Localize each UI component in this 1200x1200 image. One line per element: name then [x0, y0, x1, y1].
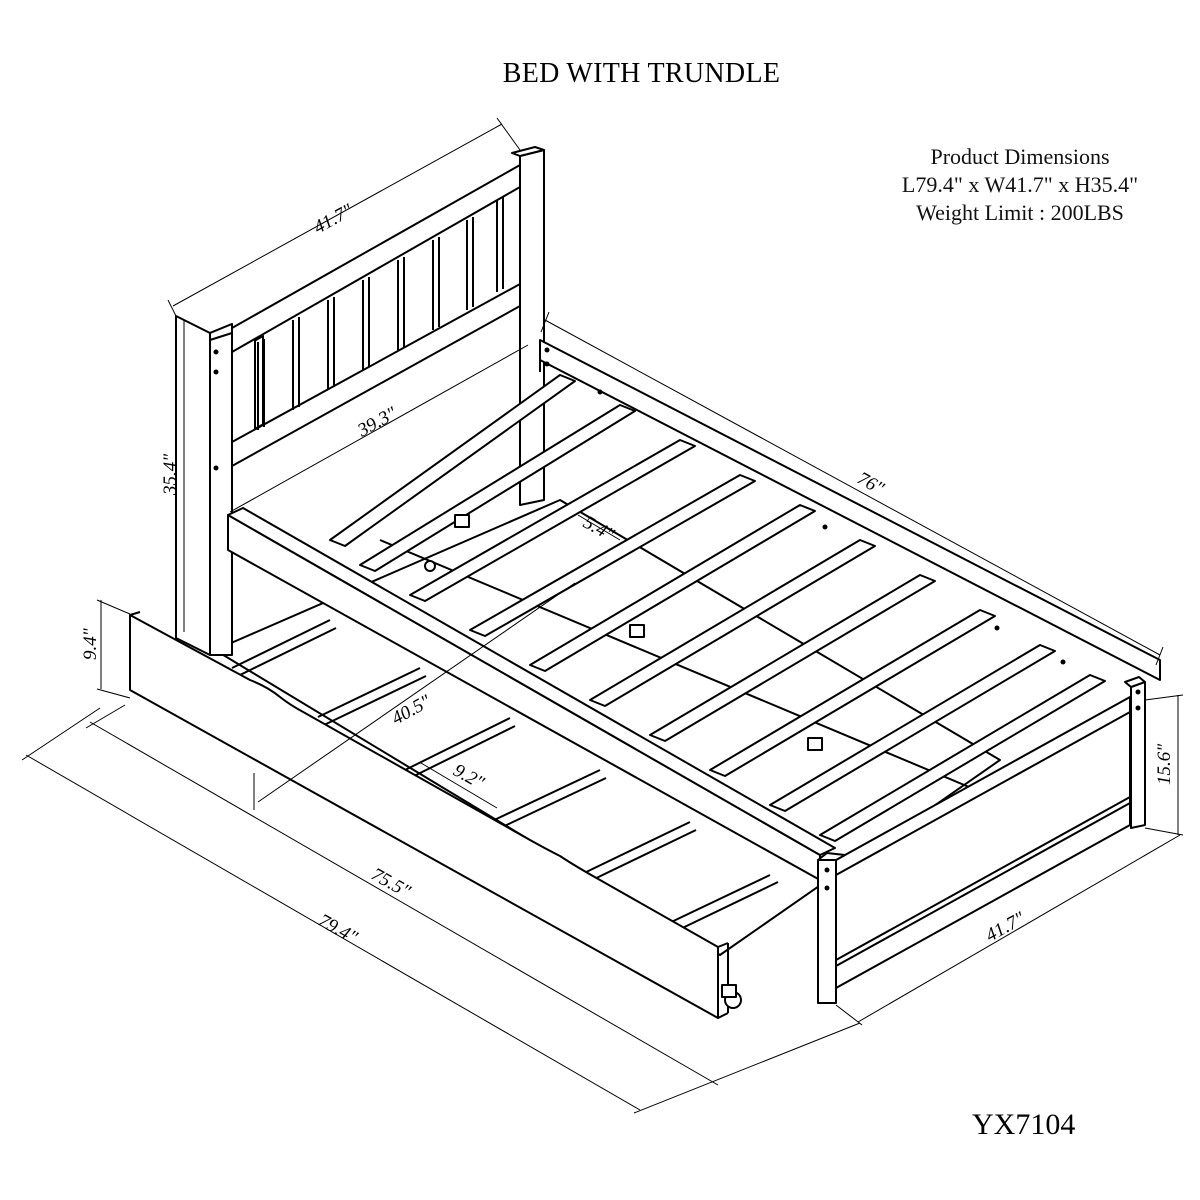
- footboard-right-post: [1130, 681, 1146, 829]
- headboard: [175, 146, 545, 656]
- headboard-top-rail: [231, 164, 521, 353]
- caster-bracket: [721, 984, 737, 998]
- dim-footboard-width: 41.7": [982, 908, 1029, 947]
- bracket: [454, 514, 470, 528]
- footboard-left-post: [817, 859, 837, 1004]
- headboard-left-post-front: [209, 323, 233, 656]
- dim-headboard-height: 35.4": [160, 453, 181, 496]
- bed-slats: [329, 374, 1106, 842]
- headboard-middle-rail: [231, 283, 521, 467]
- dim-side-rail-length: 76": [854, 468, 889, 500]
- headboard-spindles: [254, 197, 504, 430]
- specs-heading: Product Dimensions: [930, 144, 1110, 169]
- model-number: YX7104: [972, 1108, 1076, 1141]
- trundle-front-panel: [129, 614, 719, 1019]
- specs-weight-limit: Weight Limit : 200LBS: [916, 200, 1124, 225]
- dim-headboard-width: 41.7": [310, 200, 357, 239]
- specs-dimensions: L79.4" x W41.7" x H35.4": [901, 172, 1139, 197]
- dimension-lines: [21, 117, 1184, 1114]
- bed-frame: [227, 339, 1161, 881]
- dim-trundle-length: 75.5": [368, 864, 415, 903]
- dim-overall-length: 79.4": [315, 910, 362, 949]
- dim-inner-width: 39.3": [353, 403, 401, 442]
- diagram-title: BED WITH TRUNDLE: [502, 58, 781, 89]
- product-specs: Product Dimensions L79.4" x W41.7" x H35…: [840, 143, 1200, 227]
- trundle-slats: [231, 619, 779, 934]
- dim-trundle-height: 9.4": [80, 627, 101, 660]
- back-side-rail: [539, 339, 1161, 681]
- headboard-right-post: [519, 149, 545, 506]
- footboard: [817, 676, 1146, 1004]
- dim-footboard-height: 15.6": [1154, 743, 1175, 785]
- headboard-left-post-side: [175, 315, 211, 656]
